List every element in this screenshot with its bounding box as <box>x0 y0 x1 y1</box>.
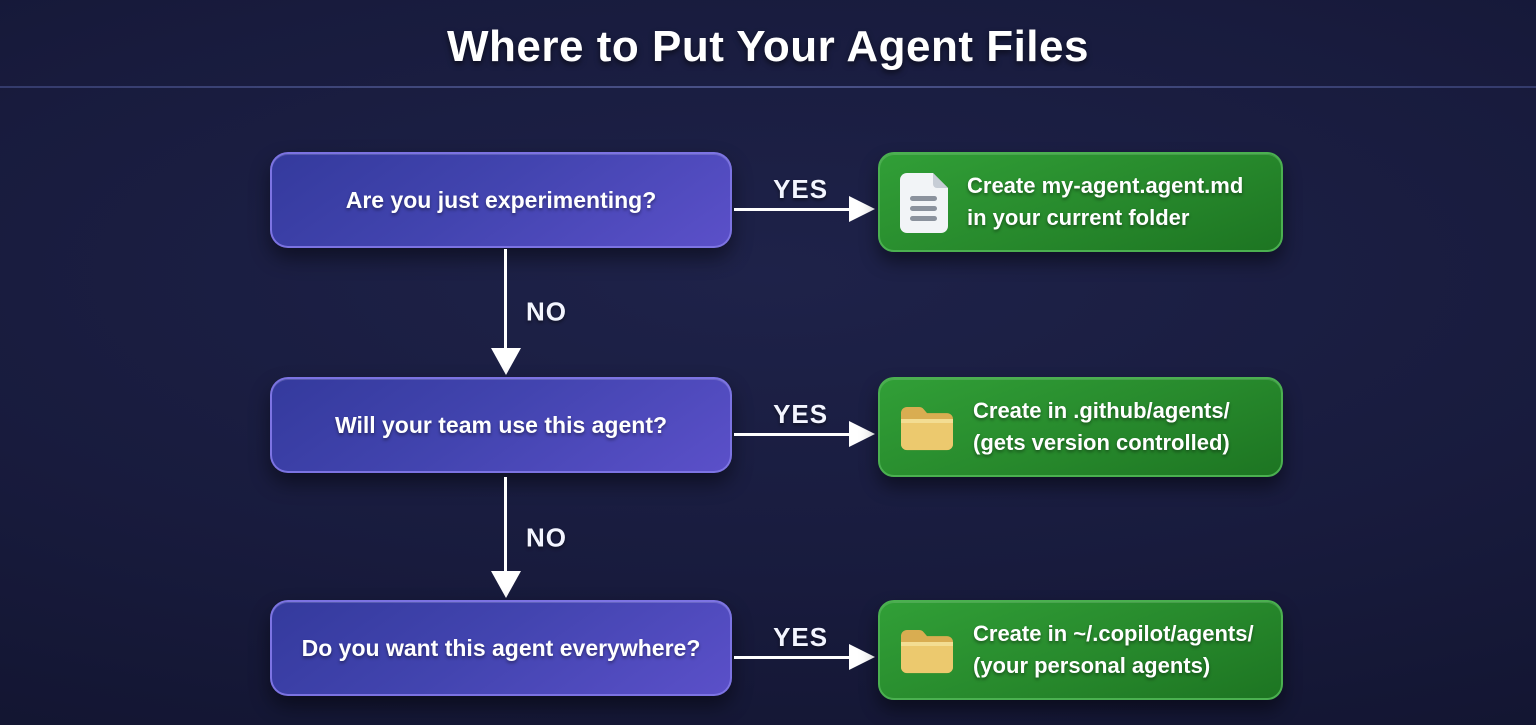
result-box-2: Create in .github/agents/ (gets version … <box>878 377 1283 477</box>
yes-label: YES <box>773 174 829 204</box>
no-connector-2: NO <box>490 477 600 598</box>
arrow-down-icon <box>490 348 521 375</box>
yes-connector-2: YES <box>732 377 878 477</box>
arrow-right-icon <box>849 421 875 447</box>
yes-label: YES <box>773 622 829 652</box>
question-text: Will your team use this agent? <box>334 411 668 438</box>
result-box-1: Create my-agent.agent.md in your current… <box>878 152 1283 252</box>
no-label: NO <box>526 522 567 552</box>
arrow-down-line <box>504 477 507 572</box>
no-connector-1: NO <box>490 249 600 375</box>
flow-row-3: Do you want this agent everywhere? YES C… <box>0 600 1536 700</box>
result-text: Create in .github/agents/ (gets version … <box>973 395 1230 459</box>
arrow-down-icon <box>490 571 521 598</box>
arrow-right-icon <box>849 196 875 222</box>
result-line-2: in your current folder <box>967 205 1190 230</box>
arrow-down-line <box>504 249 507 349</box>
flow-row-2: Will your team use this agent? YES Creat… <box>0 377 1536 477</box>
question-box-3: Do you want this agent everywhere? <box>270 600 732 696</box>
question-box-2: Will your team use this agent? <box>270 377 732 473</box>
result-line-1: Create in .github/agents/ <box>973 398 1230 423</box>
folder-icon <box>898 626 956 674</box>
arrow-right-line <box>734 433 850 436</box>
arrow-right-line <box>734 656 850 659</box>
result-box-3: Create in ~/.copilot/agents/ (your perso… <box>878 600 1283 700</box>
result-text: Create in ~/.copilot/agents/ (your perso… <box>973 618 1254 682</box>
question-text: Do you want this agent everywhere? <box>301 634 701 661</box>
question-text: Are you just experimenting? <box>345 186 657 213</box>
folder-icon <box>898 403 956 451</box>
result-line-2: (your personal agents) <box>973 653 1211 678</box>
page-title: Where to Put Your Agent Files <box>447 22 1089 71</box>
result-line-1: Create my-agent.agent.md <box>967 173 1244 198</box>
yes-label: YES <box>773 399 829 429</box>
title-divider <box>0 86 1536 88</box>
result-text: Create my-agent.agent.md in your current… <box>967 170 1243 234</box>
document-icon <box>898 171 950 233</box>
question-box-1: Are you just experimenting? <box>270 152 732 248</box>
flow-row-1: Are you just experimenting? YES Create m… <box>0 152 1536 252</box>
no-label: NO <box>526 296 567 327</box>
yes-connector-3: YES <box>732 600 878 700</box>
arrow-right-line <box>734 208 850 211</box>
arrow-right-icon <box>849 644 875 670</box>
result-line-2: (gets version controlled) <box>973 430 1230 455</box>
yes-connector-1: YES <box>732 152 878 252</box>
result-line-1: Create in ~/.copilot/agents/ <box>973 621 1254 646</box>
